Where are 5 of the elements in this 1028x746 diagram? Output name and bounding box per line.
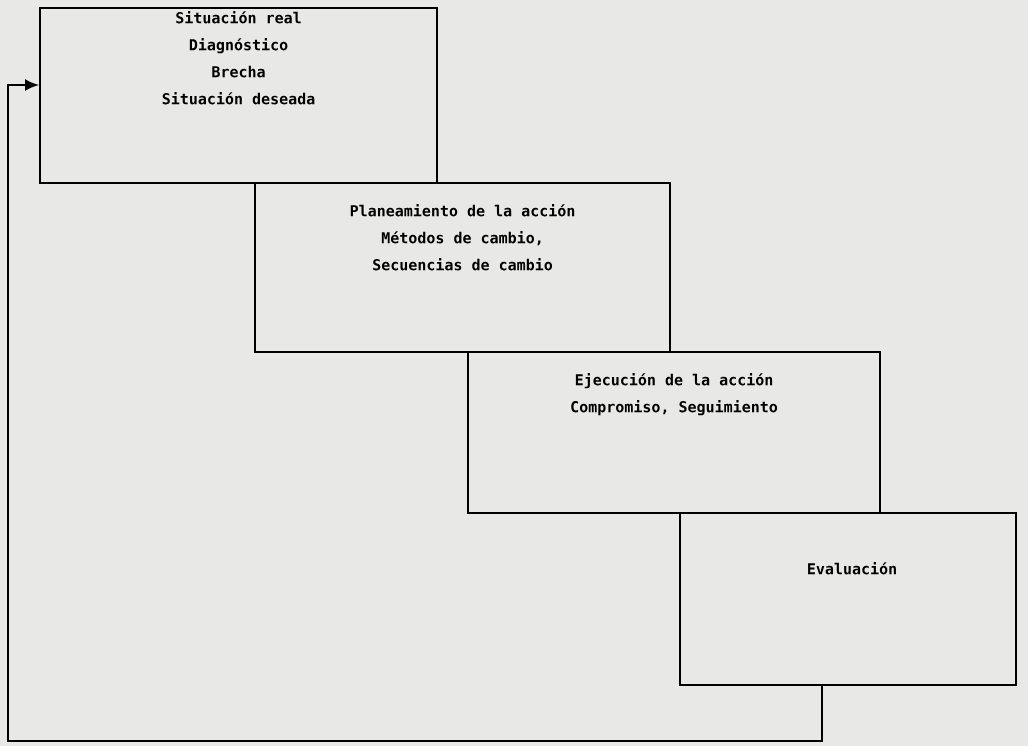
process-box: Planeamiento de la acción Métodos de cambio, Secuencias de cambio <box>254 182 671 353</box>
process-box: Evaluación <box>679 512 1017 686</box>
process-box: Situación real Diagnóstico Brecha Situación deseada <box>39 7 438 184</box>
process-box: Ejecución de la acción Compromiso, Seguimiento <box>467 351 881 514</box>
feedback-arrow <box>7 79 823 742</box>
